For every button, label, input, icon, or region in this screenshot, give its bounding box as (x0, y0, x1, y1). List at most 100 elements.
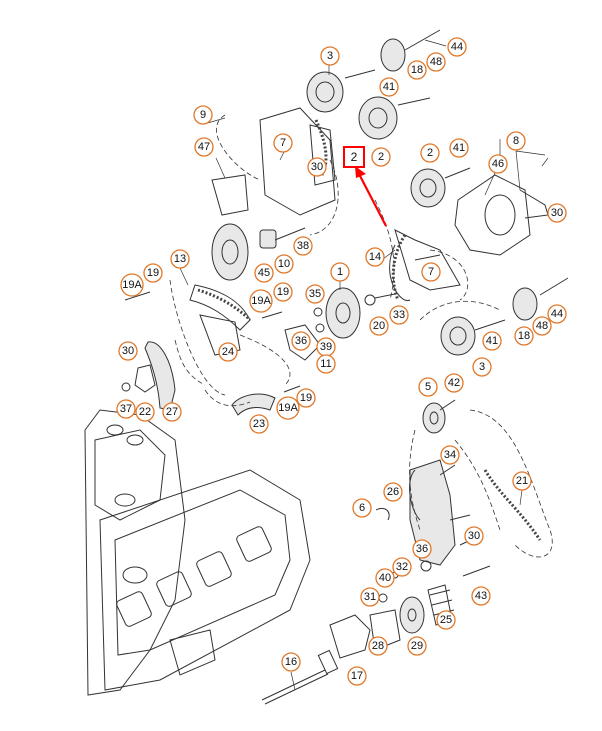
callout-20[interactable]: 20 (369, 316, 389, 336)
callout-41-mid[interactable]: 41 (449, 138, 469, 158)
svg-text:17: 17 (351, 670, 363, 682)
svg-text:18: 18 (411, 64, 423, 76)
callout-7-top[interactable]: 7 (273, 133, 293, 153)
callout-29[interactable]: 29 (407, 636, 427, 656)
callout-43[interactable]: 43 (471, 586, 491, 606)
callout-19A-b[interactable]: 19A (249, 289, 273, 313)
callout-30-low[interactable]: 30 (464, 526, 484, 546)
svg-text:22: 22 (139, 406, 151, 418)
highlight-label: 2 (351, 150, 358, 164)
svg-text:2: 2 (427, 147, 433, 159)
callout-23[interactable]: 23 (249, 414, 269, 434)
callout-38[interactable]: 38 (293, 236, 313, 256)
svg-text:25: 25 (440, 614, 452, 626)
svg-text:21: 21 (516, 475, 528, 487)
callout-3-top[interactable]: 3 (320, 46, 340, 66)
callout-32[interactable]: 32 (392, 557, 412, 577)
callout-46[interactable]: 46 (488, 154, 508, 174)
callout-14[interactable]: 14 (365, 247, 385, 267)
callout-45[interactable]: 45 (254, 263, 274, 283)
callout-21[interactable]: 21 (512, 471, 532, 491)
svg-text:38: 38 (297, 240, 309, 252)
callout-28[interactable]: 28 (368, 636, 388, 656)
callout-30-left[interactable]: 30 (118, 341, 138, 361)
callout-24[interactable]: 24 (218, 342, 238, 362)
callout-48-top[interactable]: 48 (426, 52, 446, 72)
callout-35[interactable]: 35 (305, 284, 325, 304)
svg-text:30: 30 (551, 207, 563, 219)
callout-25[interactable]: 25 (436, 610, 456, 630)
callout-13[interactable]: 13 (170, 249, 190, 269)
callout-47[interactable]: 47 (194, 137, 214, 157)
svg-text:44: 44 (551, 308, 563, 320)
callout-19A-a[interactable]: 19A (120, 273, 144, 297)
callout-3-right[interactable]: 3 (472, 357, 492, 377)
callout-5[interactable]: 5 (418, 377, 438, 397)
svg-text:1: 1 (337, 266, 343, 278)
svg-text:24: 24 (222, 346, 234, 358)
callout-22[interactable]: 22 (135, 402, 155, 422)
callout-48-right[interactable]: 48 (532, 316, 552, 336)
callout-7-mid[interactable]: 7 (421, 262, 441, 282)
callout-18-top[interactable]: 18 (407, 60, 427, 80)
callout-19-b[interactable]: 19 (273, 282, 293, 302)
callout-10[interactable]: 10 (274, 254, 294, 274)
callout-36-low[interactable]: 36 (412, 539, 432, 559)
callout-30-right[interactable]: 30 (547, 203, 567, 223)
svg-text:19: 19 (147, 267, 159, 279)
callout-39[interactable]: 39 (316, 337, 336, 357)
svg-text:46: 46 (492, 158, 504, 170)
callout-41-right[interactable]: 41 (482, 331, 502, 351)
callout-33[interactable]: 33 (389, 305, 409, 325)
upper-camshaft-gears (211, 29, 441, 281)
callout-26[interactable]: 26 (383, 482, 403, 502)
callout-37[interactable]: 37 (116, 399, 136, 419)
callout-11[interactable]: 11 (316, 354, 336, 374)
callout-6[interactable]: 6 (352, 498, 372, 518)
callout-44-right[interactable]: 44 (547, 304, 567, 324)
svg-text:34: 34 (444, 449, 456, 461)
callout-40[interactable]: 40 (375, 568, 395, 588)
callout-41-top[interactable]: 41 (379, 77, 399, 97)
svg-text:26: 26 (387, 486, 399, 498)
svg-text:48: 48 (430, 56, 442, 68)
callout-16[interactable]: 16 (281, 652, 301, 672)
callout-44-top[interactable]: 44 (447, 37, 467, 57)
callout-9[interactable]: 9 (193, 105, 213, 125)
middle-chain-drive (124, 279, 396, 396)
svg-text:31: 31 (364, 591, 376, 603)
svg-text:44: 44 (451, 41, 463, 53)
red-arrow-shaft (357, 171, 387, 227)
svg-text:19: 19 (300, 392, 312, 404)
svg-text:23: 23 (253, 418, 265, 430)
svg-text:16: 16 (285, 656, 297, 668)
callout-27[interactable]: 27 (162, 402, 182, 422)
svg-text:8: 8 (513, 135, 519, 147)
callout-2-right[interactable]: 2 (371, 147, 391, 167)
callout-2-mid[interactable]: 2 (420, 143, 440, 163)
callout-36-top[interactable]: 36 (291, 331, 311, 351)
callout-31[interactable]: 31 (360, 587, 380, 607)
svg-text:41: 41 (383, 81, 395, 93)
callout-18-right[interactable]: 18 (514, 326, 534, 346)
svg-text:41: 41 (486, 335, 498, 347)
svg-text:3: 3 (327, 50, 333, 62)
callout-8[interactable]: 8 (506, 131, 526, 151)
svg-text:29: 29 (411, 640, 423, 652)
svg-text:30: 30 (122, 345, 134, 357)
callout-30-top[interactable]: 30 (307, 157, 327, 177)
svg-text:39: 39 (320, 341, 332, 353)
svg-text:19: 19 (277, 286, 289, 298)
highlight-box (343, 146, 365, 168)
svg-text:35: 35 (309, 288, 321, 300)
svg-text:20: 20 (373, 320, 385, 332)
callout-17[interactable]: 17 (347, 666, 367, 686)
callout-19A-c[interactable]: 19A (276, 396, 300, 420)
callout-19-c[interactable]: 19 (296, 388, 316, 408)
callout-1[interactable]: 1 (330, 262, 350, 282)
callout-42[interactable]: 42 (444, 373, 464, 393)
callout-34[interactable]: 34 (440, 445, 460, 465)
callout-19-a[interactable]: 19 (143, 263, 163, 283)
svg-text:32: 32 (396, 561, 408, 573)
engine-block-drawing (84, 409, 311, 696)
